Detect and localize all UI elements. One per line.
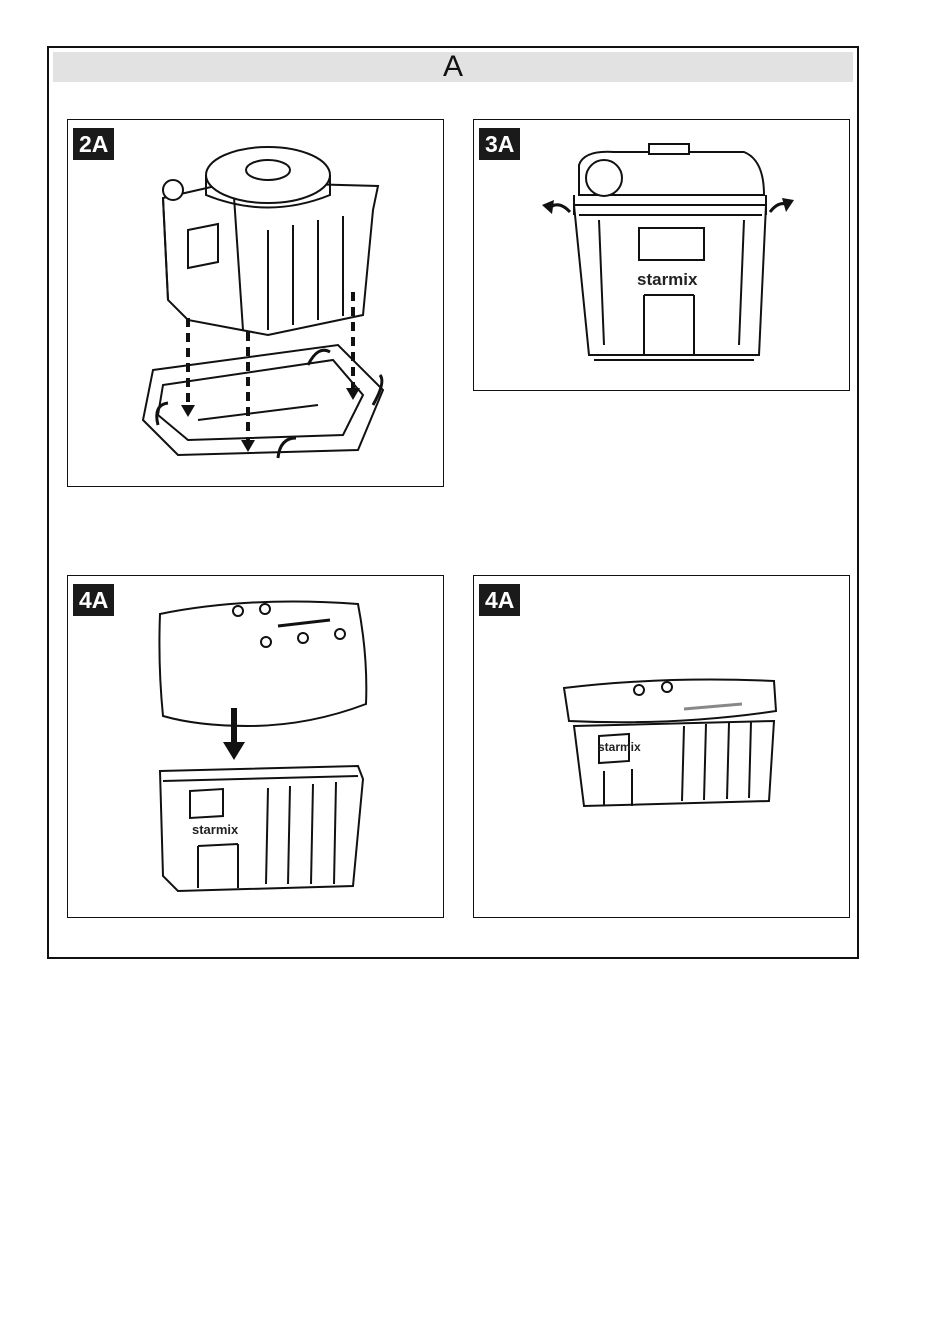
illustration-bag-fitted: starmix (474, 576, 850, 918)
illustration-insert-bag: starmix (68, 576, 444, 918)
illustration-container-on-base (68, 120, 444, 487)
section-header: A (53, 52, 853, 82)
brand-logo-3a: starmix (637, 270, 698, 289)
step-badge-4a-right: 4A (479, 584, 520, 616)
panel-4a-left: 4A starmix (67, 575, 444, 918)
panel-3a: 3A starmix (473, 119, 850, 391)
brand-logo-4a-left: starmix (192, 822, 239, 837)
step-badge-3a: 3A (479, 128, 520, 160)
panel-4a-right: 4A starmix (473, 575, 850, 918)
illustration-unlock-clips: starmix (474, 120, 850, 391)
step-badge-4a-left: 4A (73, 584, 114, 616)
step-badge-2a: 2A (73, 128, 114, 160)
brand-logo-4a-right: starmix (598, 740, 641, 754)
panel-2a: 2A (67, 119, 444, 487)
